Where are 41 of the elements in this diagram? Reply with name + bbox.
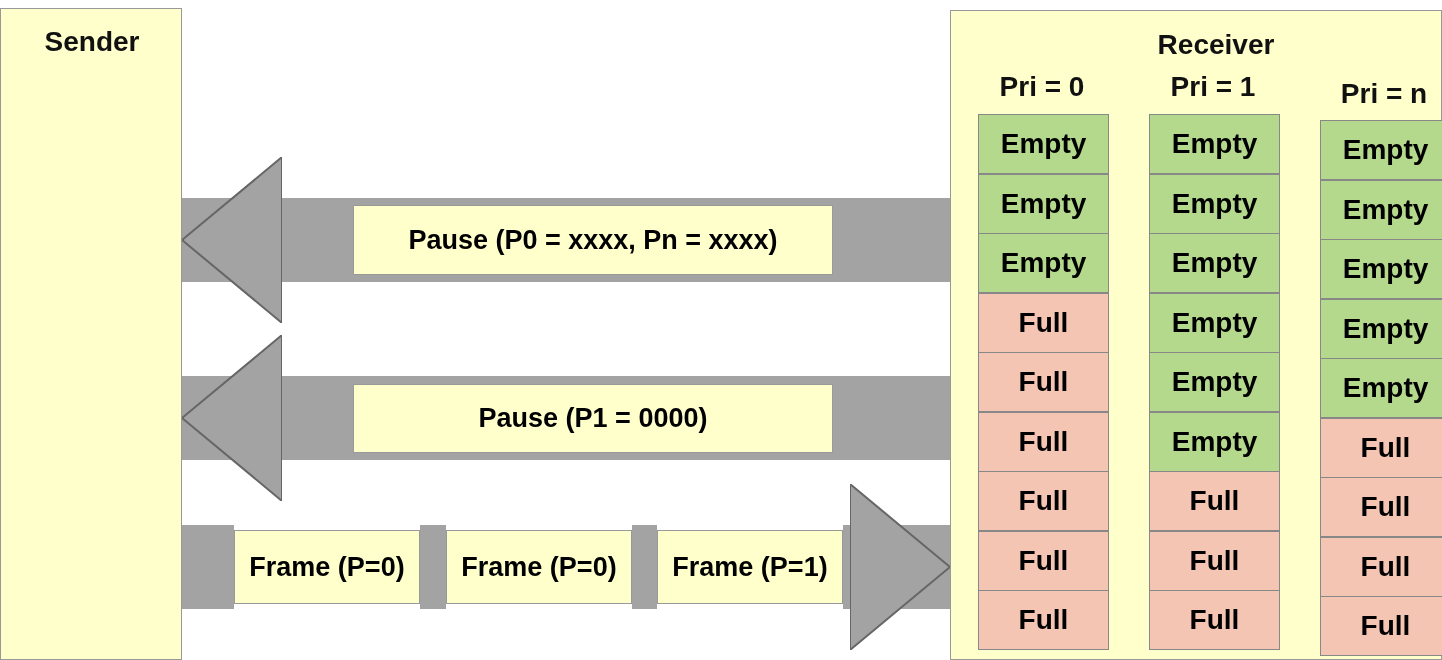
queue-slot: Full (1320, 536, 1442, 597)
queue-slot: Full (978, 471, 1109, 531)
queue-slot: Full (978, 411, 1109, 472)
frame-box: Frame (P=0) (446, 530, 632, 604)
queue-slot: Full (1320, 417, 1442, 478)
queue-slot: Full (1320, 596, 1442, 656)
block-arrow (181, 156, 950, 324)
queue-slot: Full (1149, 590, 1280, 650)
panel-title: Sender (44, 26, 140, 58)
queue-slot: Full (978, 590, 1109, 650)
queue-slot: Empty (1149, 173, 1280, 234)
queue-slot: Empty (1320, 179, 1442, 240)
queue-slot: Empty (1320, 358, 1442, 418)
queue-slot: Empty (978, 233, 1109, 293)
queue-slot: Empty (1320, 298, 1442, 359)
queue-slot: Empty (1149, 292, 1280, 353)
queue-slot: Empty (1320, 120, 1442, 180)
queue-slot: Empty (1149, 352, 1280, 412)
queue-slot: Full (1320, 477, 1442, 537)
frame-box: Frame (P=1) (657, 530, 843, 604)
panel (950, 10, 1442, 660)
queue-slot: Empty (1149, 411, 1280, 472)
queue-slot: Empty (1149, 114, 1280, 174)
column-heading: Pri = 0 (999, 71, 1085, 103)
column-heading: Pri = 1 (1170, 71, 1256, 103)
panel-title: Receiver (1157, 29, 1275, 61)
column-heading: Pri = n (1340, 78, 1428, 110)
edge-label: Pause (P1 = 0000) (353, 384, 833, 453)
queue-slot: Full (1149, 471, 1280, 531)
queue-slot: Full (978, 530, 1109, 591)
queue-slot: Full (978, 352, 1109, 412)
queue-slot: Empty (1320, 239, 1442, 299)
queue-slot: Empty (1149, 233, 1280, 293)
queue-slot: Empty (978, 114, 1109, 174)
queue-slot: Empty (978, 173, 1109, 234)
queue-slot: Full (978, 292, 1109, 353)
edge-label: Pause (P0 = xxxx, Pn = xxxx) (353, 205, 833, 275)
panel (0, 8, 182, 660)
block-arrow (843, 483, 951, 651)
queue-slot: Full (1149, 530, 1280, 591)
frame-box: Frame (P=0) (234, 530, 420, 604)
